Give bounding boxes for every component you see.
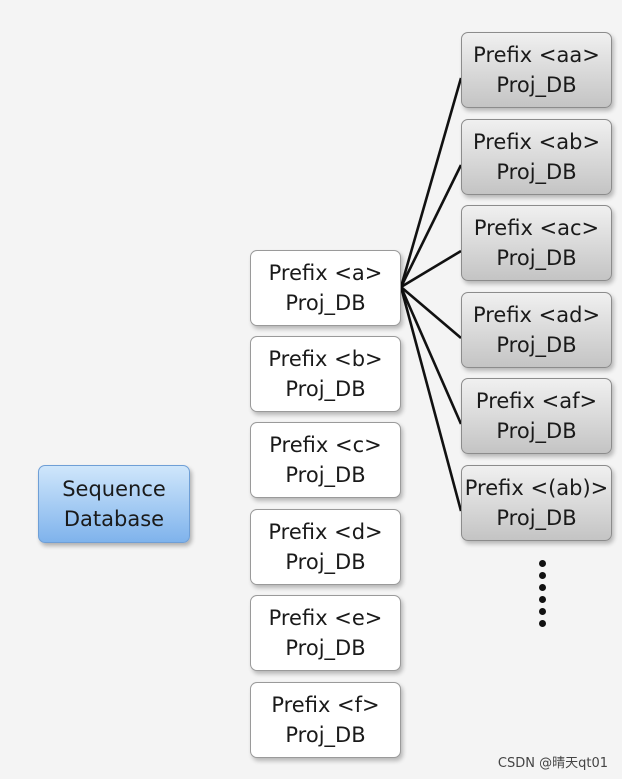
prefix-ad-node: Prefix <ad> Proj_DB [461,292,612,368]
prefix-b-node: Prefix <b> Proj_DB [250,336,401,412]
prefix-af-node: Prefix <af> Proj_DB [461,378,612,454]
proj-db-label: Proj_DB [496,246,577,270]
proj-db-label: Proj_DB [496,73,577,97]
connector-a-af [399,286,463,425]
prefix-label: Prefix <e> [268,606,383,630]
root-label-line2: Database [63,507,165,531]
ellipsis-dot [538,620,546,627]
connector-a-ad [400,286,462,339]
prefix-label: Prefix <a> [268,261,383,285]
prefix-label: Prefix <f> [271,693,380,717]
prefix-c-node: Prefix <c> Proj_DB [250,422,401,498]
prefix-label: Prefix <(ab)> [464,476,609,500]
prefix-d-node: Prefix <d> Proj_DB [250,509,401,585]
connector-a-aa [399,77,463,288]
prefix-ab-node: Prefix <ab> Proj_DB [461,119,612,195]
prefix-label: Prefix <aa> [473,43,600,67]
ellipsis-dot [538,584,546,591]
prefix-a-node: Prefix <a> Proj_DB [250,250,401,326]
prefix-(ab)-node: Prefix <(ab)> Proj_DB [461,465,612,541]
proj-db-label: Proj_DB [285,723,366,747]
prefix-label: Prefix <c> [269,433,382,457]
ellipsis-dot [538,608,546,615]
prefix-label: Prefix <ad> [472,303,601,327]
root-label-line1: Sequence [62,477,166,501]
prefix-label: Prefix <b> [268,347,383,371]
prefix-ac-node: Prefix <ac> Proj_DB [461,205,612,281]
continuation-ellipsis [537,560,547,635]
proj-db-label: Proj_DB [496,506,577,530]
connector-a-ab [399,164,463,288]
ellipsis-dot [538,560,546,567]
proj-db-label: Proj_DB [285,377,366,401]
watermark: CSDN @晴天qt01 [497,756,608,771]
proj-db-label: Proj_DB [285,463,366,487]
prefix-aa-node: Prefix <aa> Proj_DB [461,32,612,108]
proj-db-label: Proj_DB [496,419,577,443]
prefix-label: Prefix <ab> [472,130,601,154]
prefix-f-node: Prefix <f> Proj_DB [250,682,401,758]
connector-a-ac [400,249,462,289]
connector-a-(ab) [399,286,463,512]
sequence-database-node: Sequence Database [38,465,190,543]
proj-db-label: Proj_DB [496,333,577,357]
prefix-e-node: Prefix <e> Proj_DB [250,595,401,671]
prefix-label: Prefix <d> [268,520,383,544]
proj-db-label: Proj_DB [285,550,366,574]
proj-db-label: Proj_DB [285,291,366,315]
prefix-label: Prefix <ac> [473,216,600,240]
ellipsis-dot [538,596,546,603]
proj-db-label: Proj_DB [496,160,577,184]
prefix-label: Prefix <af> [475,389,598,413]
proj-db-label: Proj_DB [285,636,366,660]
ellipsis-dot [538,572,546,579]
